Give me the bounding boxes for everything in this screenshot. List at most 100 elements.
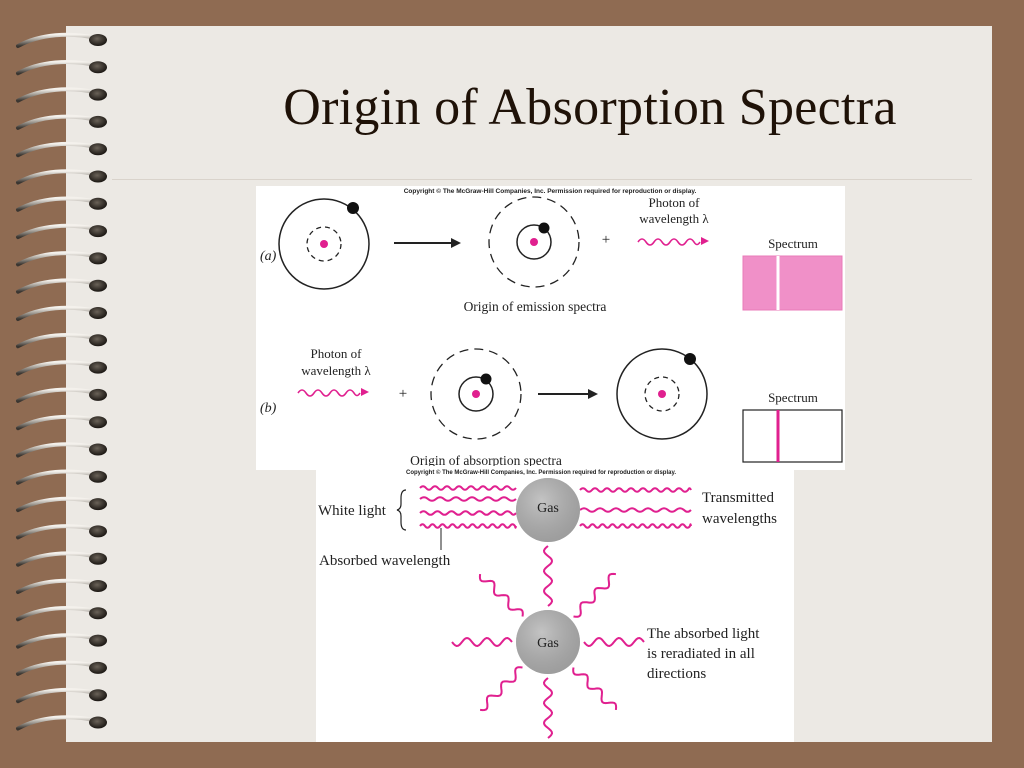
spiral-wire bbox=[16, 223, 98, 240]
plus-sign-a: + bbox=[602, 232, 610, 248]
incoming-wave bbox=[419, 496, 517, 502]
spiral-wire bbox=[16, 606, 98, 622]
incoming-light-waves bbox=[419, 485, 517, 529]
photon-label-b-line1: Photon of bbox=[311, 346, 363, 361]
atom-excited-a bbox=[278, 198, 370, 290]
spiral-hole bbox=[89, 115, 107, 128]
spiral-wire bbox=[16, 333, 98, 349]
transmitted-label-line2: wavelengths bbox=[702, 511, 777, 527]
gas-absorption-figure: Copyright © The McGraw-Hill Companies, I… bbox=[316, 466, 794, 742]
reradiated-wave bbox=[542, 545, 554, 607]
spiral-hole bbox=[89, 661, 107, 674]
row-a-label: (a) bbox=[260, 249, 277, 264]
spiral-hole bbox=[89, 225, 107, 238]
spiral-wire bbox=[16, 578, 98, 594]
reradiated-wave bbox=[583, 636, 645, 648]
reradiated-wave bbox=[480, 666, 523, 712]
atom-ground-a bbox=[488, 196, 580, 288]
reradiated-label-line1: The absorbed light bbox=[647, 626, 760, 642]
transmitted-wave bbox=[579, 523, 692, 529]
plus-sign-b: + bbox=[399, 386, 407, 402]
incoming-wave bbox=[419, 510, 517, 516]
photon-label-b-line2: wavelength λ bbox=[301, 363, 371, 378]
caption-emission: Origin of emission spectra bbox=[464, 299, 607, 314]
reradiated-wave bbox=[451, 636, 513, 648]
spiral-binding bbox=[16, 32, 107, 731]
spiral-hole bbox=[89, 525, 107, 538]
arrow-a bbox=[394, 238, 461, 248]
spiral-wire bbox=[16, 660, 98, 676]
transmitted-wave bbox=[579, 487, 692, 493]
spiral-hole bbox=[89, 470, 107, 483]
spiral-wire bbox=[16, 141, 98, 158]
spiral-wire bbox=[16, 442, 98, 458]
emission-spectrum bbox=[742, 255, 843, 311]
reradiated-wave bbox=[572, 667, 618, 710]
photon-wave-a bbox=[637, 237, 709, 246]
spiral-wire bbox=[16, 687, 98, 704]
arrow-b bbox=[538, 389, 598, 399]
spiral-hole bbox=[89, 689, 107, 702]
spiral-wire bbox=[16, 469, 98, 485]
absorbed-wavelength-label: Absorbed wavelength bbox=[319, 553, 451, 569]
transmitted-light-waves bbox=[579, 487, 692, 529]
spiral-hole bbox=[89, 61, 107, 74]
spiral-hole bbox=[89, 416, 107, 429]
spectrum-label-a: Spectrum bbox=[768, 236, 818, 251]
transmitted-wave bbox=[579, 507, 692, 513]
caption-absorption: Origin of absorption spectra bbox=[410, 453, 562, 468]
spiral-hole bbox=[89, 361, 107, 374]
spiral-hole bbox=[89, 252, 107, 265]
spiral-wire bbox=[16, 524, 98, 540]
spiral-wire bbox=[16, 169, 98, 185]
spiral-hole bbox=[89, 143, 107, 156]
spiral-wire bbox=[16, 551, 98, 567]
spiral-wire bbox=[16, 87, 98, 103]
absorption-spectrum bbox=[742, 409, 843, 463]
spiral-hole bbox=[89, 307, 107, 319]
spiral-hole bbox=[89, 634, 107, 647]
spiral-hole bbox=[89, 197, 107, 210]
spiral-hole bbox=[89, 170, 107, 183]
photon-wave-b bbox=[297, 388, 369, 397]
white-light-brace bbox=[396, 489, 407, 531]
slide-title: Origin of Absorption Spectra bbox=[283, 79, 897, 136]
incoming-wave bbox=[419, 485, 517, 491]
gas-cloud-bottom bbox=[516, 610, 580, 674]
gas-label-top: Gas bbox=[537, 501, 559, 516]
spiral-wire bbox=[16, 278, 98, 294]
title-divider bbox=[112, 179, 972, 180]
spiral-wire bbox=[16, 32, 98, 48]
spiral-hole bbox=[89, 88, 107, 101]
spiral-wire bbox=[16, 114, 98, 130]
photon-label-a-line2: wavelength λ bbox=[639, 211, 709, 226]
spiral-wire bbox=[16, 196, 98, 212]
spiral-hole bbox=[89, 552, 107, 565]
row-b-label: (b) bbox=[260, 401, 277, 416]
spiral-hole bbox=[89, 607, 107, 620]
spiral-wire bbox=[16, 387, 98, 403]
emission-absorption-figure: Copyright © The McGraw-Hill Companies, I… bbox=[256, 186, 845, 470]
spiral-hole bbox=[89, 498, 107, 511]
spiral-wire bbox=[16, 60, 98, 76]
white-light-label: White light bbox=[318, 503, 387, 519]
spiral-wire bbox=[16, 414, 98, 431]
reradiated-light-waves bbox=[451, 545, 645, 739]
spiral-wire bbox=[16, 305, 98, 321]
spiral-hole bbox=[89, 279, 107, 292]
spiral-wire bbox=[16, 496, 98, 513]
copyright-notice: Copyright © The McGraw-Hill Companies, I… bbox=[404, 187, 697, 195]
reradiated-label-line2: is reradiated in all bbox=[647, 646, 755, 662]
reradiated-label-line3: directions bbox=[647, 666, 706, 682]
spiral-wire bbox=[16, 633, 98, 649]
spiral-hole bbox=[89, 580, 107, 592]
spiral-hole bbox=[89, 334, 107, 347]
spiral-hole bbox=[89, 443, 107, 456]
spiral-wire bbox=[16, 360, 98, 376]
copyright-notice-2: Copyright © The McGraw-Hill Companies, I… bbox=[406, 469, 676, 476]
photon-label-a-line1: Photon of bbox=[649, 195, 701, 210]
reradiated-wave bbox=[542, 677, 554, 739]
gas-label-bottom: Gas bbox=[537, 636, 559, 651]
spiral-hole bbox=[89, 34, 107, 46]
atom-excited-b bbox=[616, 348, 708, 440]
